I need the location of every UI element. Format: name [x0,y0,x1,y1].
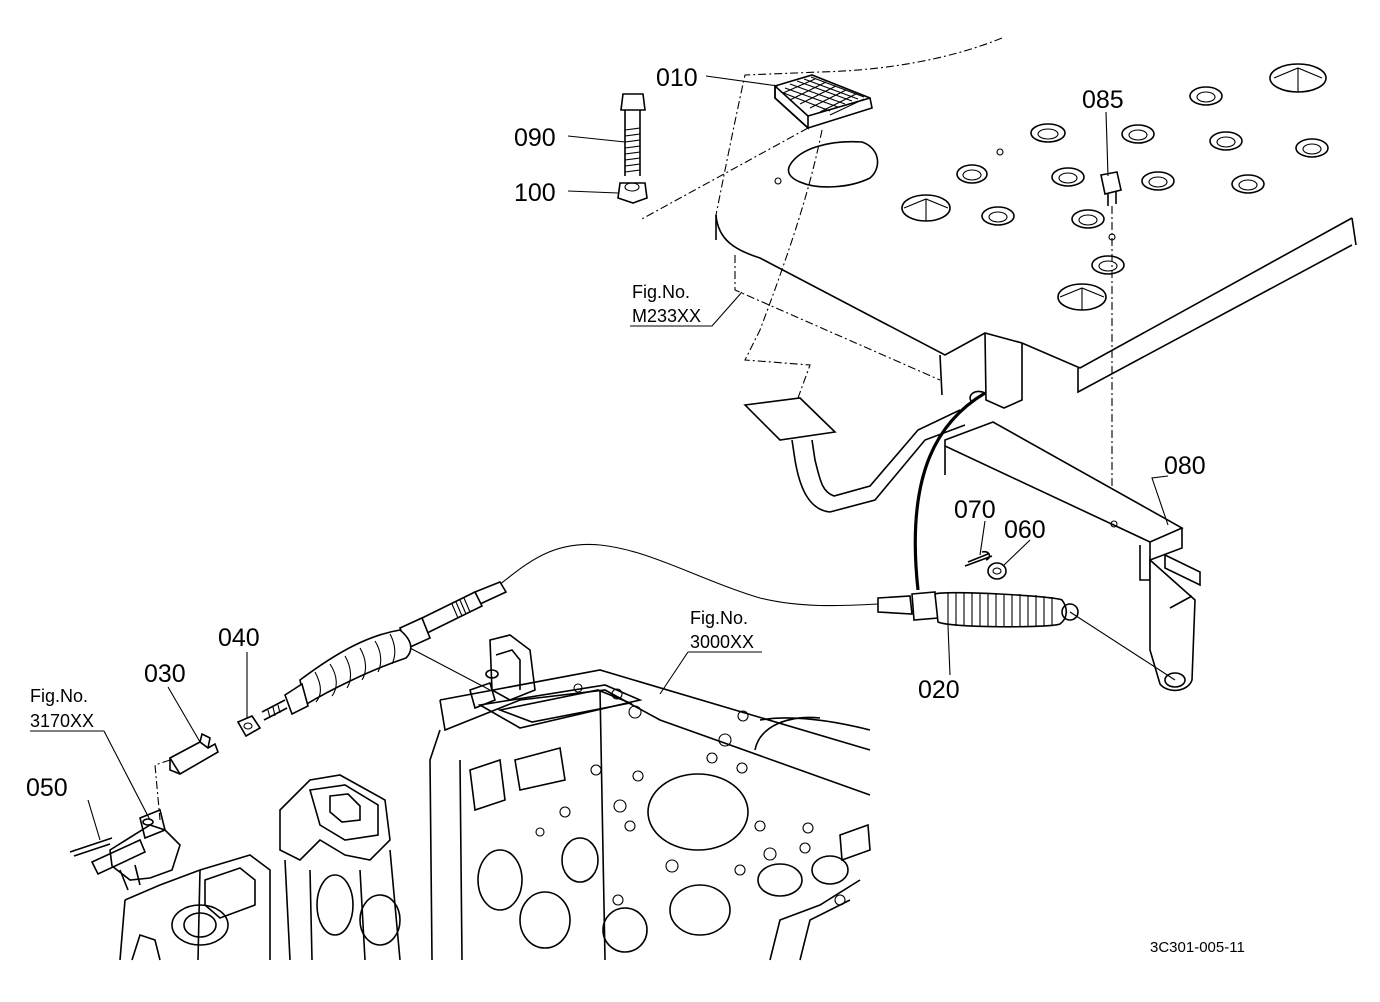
part-label-020: 020 [918,676,960,704]
figure-ref-label: Fig.No. [30,686,88,706]
engine-block [429,634,871,961]
pedal-pad [774,74,873,130]
floor-plate [715,37,1357,409]
figure-ref-number: 3000XX [690,632,754,652]
nut-040 [236,715,262,738]
part-label-080: 080 [1164,452,1206,480]
part-label-100: 100 [514,179,556,207]
leader-lines [30,75,1169,841]
governor-housing [69,774,401,961]
nut-100 [617,182,648,204]
control-pedal [743,390,986,591]
part-label-070: 070 [954,496,996,524]
bracket-080 [944,421,1201,692]
part-label-085: 085 [1082,86,1124,114]
bolt-085 [1100,171,1122,525]
washer-060 [987,562,1007,580]
part-label-050: 050 [26,774,68,802]
figure-ref-number: M233XX [632,306,701,326]
y-plugs [901,63,1327,311]
part-label-090: 090 [514,124,556,152]
bracket-030 [154,732,219,821]
drawing-code: 3C301-005-11 [1150,939,1245,956]
bolt-090 [620,93,646,176]
part-label-010: 010 [656,64,698,92]
figure-ref-number: 3170XX [30,711,94,731]
figure-ref-label: Fig.No. [690,608,748,628]
pin-070 [964,550,993,567]
figure-ref-m233: Fig.No. M233XX [632,282,701,326]
part-label-060: 060 [1004,516,1046,544]
throttle-cable [261,543,1176,721]
part-label-030: 030 [144,660,186,688]
figure-ref-label: Fig.No. [632,282,690,302]
part-label-040: 040 [218,624,260,652]
grommet-holes [956,86,1329,275]
figure-ref-3170: Fig.No. 3170XX [30,686,94,731]
figure-ref-3000: Fig.No. 3000XX [690,608,754,652]
block-bolt-holes [535,683,846,906]
